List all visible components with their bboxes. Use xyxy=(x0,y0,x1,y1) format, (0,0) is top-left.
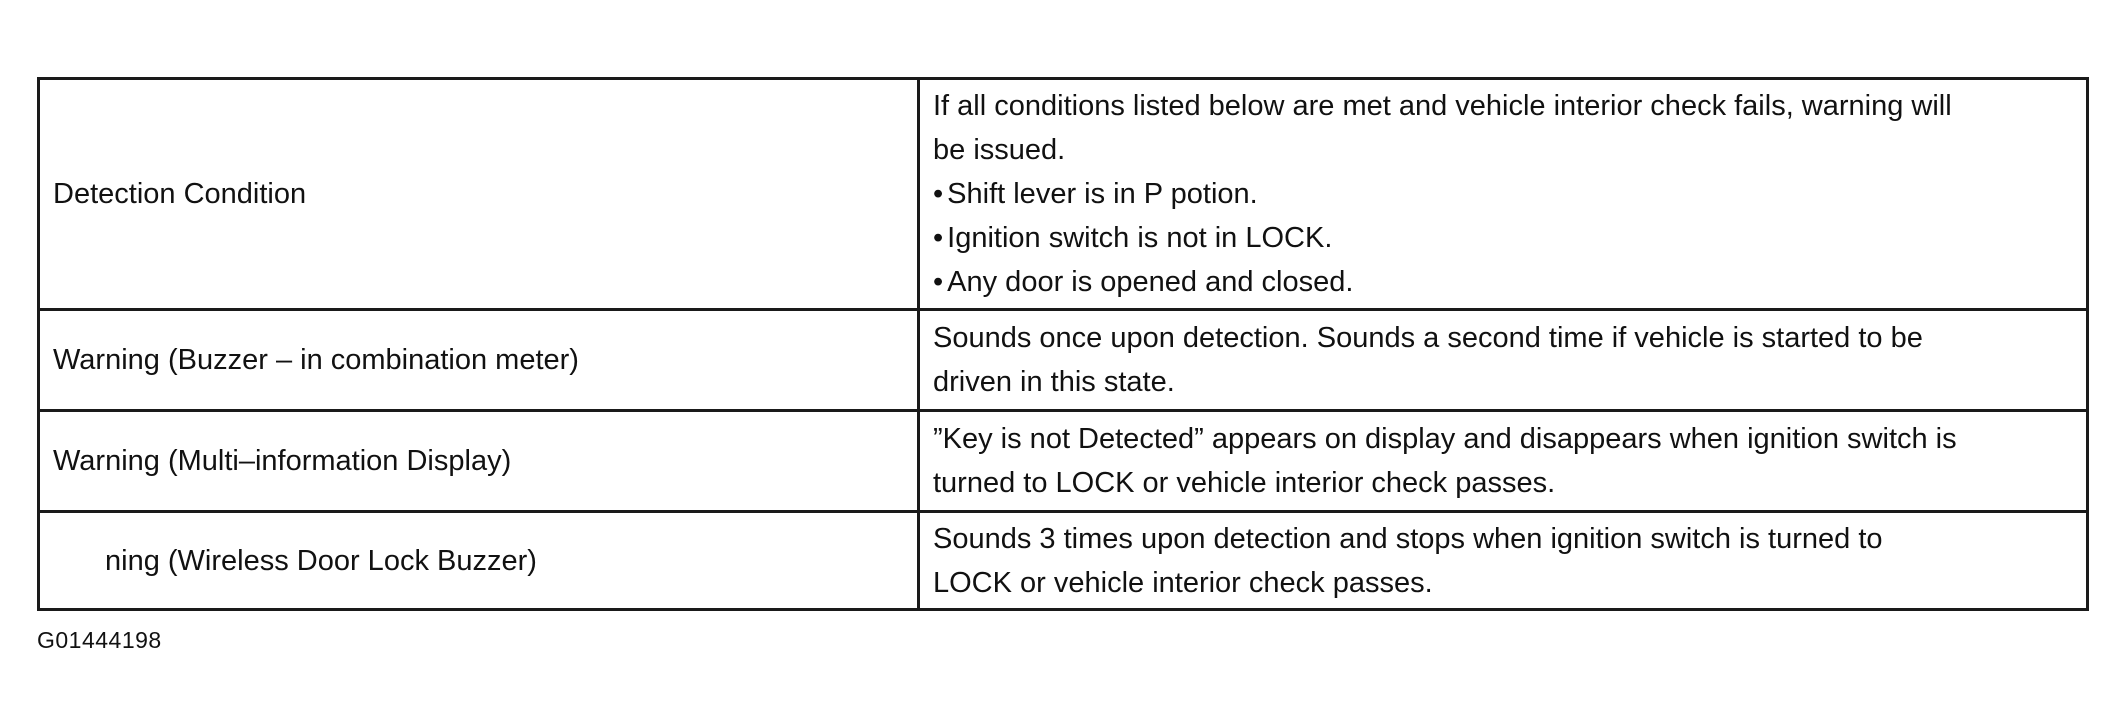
description-line: Sounds 3 times upon detection and stops … xyxy=(933,522,1883,555)
description-line: driven in this state. xyxy=(933,366,1175,398)
bullet-text: Any door is opened and closed. xyxy=(947,266,1354,298)
row-label-cell: ning (Wireless Door Lock Buzzer) xyxy=(37,510,920,611)
table-row: ning (Wireless Door Lock Buzzer) Sounds … xyxy=(37,510,2089,611)
description-line: LOCK or vehicle interior check passes. xyxy=(933,566,1433,599)
bullet-icon: • xyxy=(933,222,944,254)
row-description: Sounds once upon detection. Sounds a sec… xyxy=(917,308,2089,412)
bullet-item: •Any door is opened and closed. xyxy=(933,260,2074,304)
bullet-text: Shift lever is in P potion. xyxy=(947,178,1258,210)
row-description: If all conditions listed below are met a… xyxy=(917,77,2089,311)
bullet-item: •Shift lever is in P potion. xyxy=(933,172,2074,216)
row-label: Warning (Buzzer – in combination meter) xyxy=(37,308,920,412)
description-line: turned to LOCK or vehicle interior check… xyxy=(933,467,1556,499)
table-row: Detection Condition If all conditions li… xyxy=(37,77,2089,311)
bullet-text: Ignition switch is not in LOCK. xyxy=(947,222,1333,254)
description-line: be issued. xyxy=(933,134,1066,166)
description-line: Sounds once upon detection. Sounds a sec… xyxy=(933,322,1923,354)
bullet-item: •Ignition switch is not in LOCK. xyxy=(933,216,2074,260)
description-line: ”Key is not Detected” appears on display… xyxy=(933,423,1957,455)
table-row: Warning (Buzzer – in combination meter) … xyxy=(37,308,2089,412)
bullet-icon: • xyxy=(933,178,944,210)
description-line: If all conditions listed below are met a… xyxy=(933,90,1952,122)
table-row: Warning (Multi–information Display) ”Key… xyxy=(37,409,2089,513)
row-label: Detection Condition xyxy=(37,77,920,311)
row-description: Sounds 3 times upon detection and stops … xyxy=(917,510,2089,611)
row-description: ”Key is not Detected” appears on display… xyxy=(917,409,2089,513)
bullet-icon: • xyxy=(933,266,944,298)
row-label: ning (Wireless Door Lock Buzzer) xyxy=(105,544,537,577)
row-label: Warning (Multi–information Display) xyxy=(37,409,920,513)
warning-spec-table: Detection Condition If all conditions li… xyxy=(37,77,2089,611)
figure-id: G01444198 xyxy=(37,627,162,653)
